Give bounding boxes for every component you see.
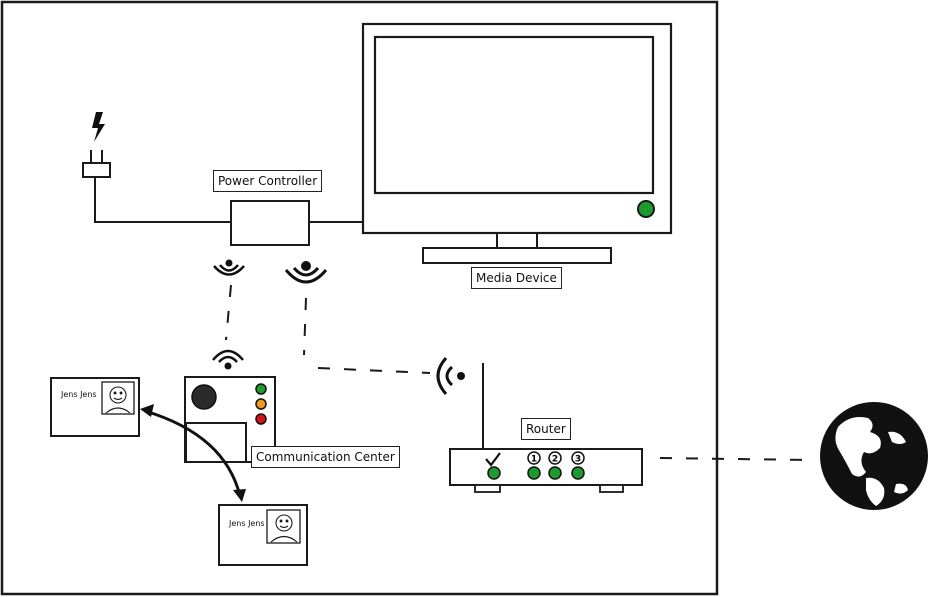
wireless-link: [225, 284, 811, 461]
router-foot: [599, 484, 624, 493]
monitor-base: [422, 247, 612, 264]
port-led: [548, 466, 562, 480]
media-device-label: Media Device: [471, 267, 562, 289]
port-led: [571, 466, 585, 480]
media-power-led: [637, 200, 655, 218]
wireless-signal-icon: [212, 349, 244, 370]
communication-center-label: Communication Center: [251, 446, 400, 468]
contact-card: [218, 504, 308, 566]
lightning-bolt-icon: [92, 112, 105, 142]
power-plug-icon: [82, 150, 111, 178]
power-controller-label: Power Controller: [213, 170, 323, 192]
status-led-red: [255, 413, 267, 425]
wireless-signal-icon: [213, 259, 245, 276]
status-led-orange: [255, 398, 267, 410]
communication-screen: [185, 422, 247, 463]
contact-name: Jens Jens: [229, 519, 265, 528]
power-controller-box: [230, 200, 310, 246]
globe-icon: [820, 402, 928, 510]
checkmark-icon: [485, 452, 501, 467]
port-number: 1: [531, 455, 537, 465]
router-foot: [474, 484, 501, 493]
call-connection-arrow: [140, 404, 246, 502]
contact-name: Jens Jens: [61, 390, 97, 399]
router-body: [449, 448, 643, 486]
router: 1 2 3: [449, 448, 643, 493]
monitor-neck: [496, 232, 538, 249]
port-number-badge: [548, 451, 562, 465]
camera-lens: [191, 384, 217, 410]
router-label: Router: [521, 418, 571, 440]
house-boundary: [0, 0, 719, 596]
wireless-signal-icon: [436, 357, 465, 395]
monitor-screen: [373, 35, 655, 195]
port-number: 3: [575, 455, 581, 465]
media-device: [361, 22, 673, 264]
contact-card: [50, 377, 140, 437]
status-led-green: [255, 383, 267, 395]
user-face-icon: [105, 386, 131, 414]
user-face-icon: [270, 514, 298, 543]
port-number-badge: [527, 451, 541, 465]
port-led: [527, 466, 541, 480]
port-number-badge: [571, 451, 585, 465]
port-number: 2: [552, 455, 558, 465]
power-cable: [94, 177, 364, 223]
wireless-signal-icon: [284, 261, 328, 284]
router-status-led: [487, 466, 501, 480]
